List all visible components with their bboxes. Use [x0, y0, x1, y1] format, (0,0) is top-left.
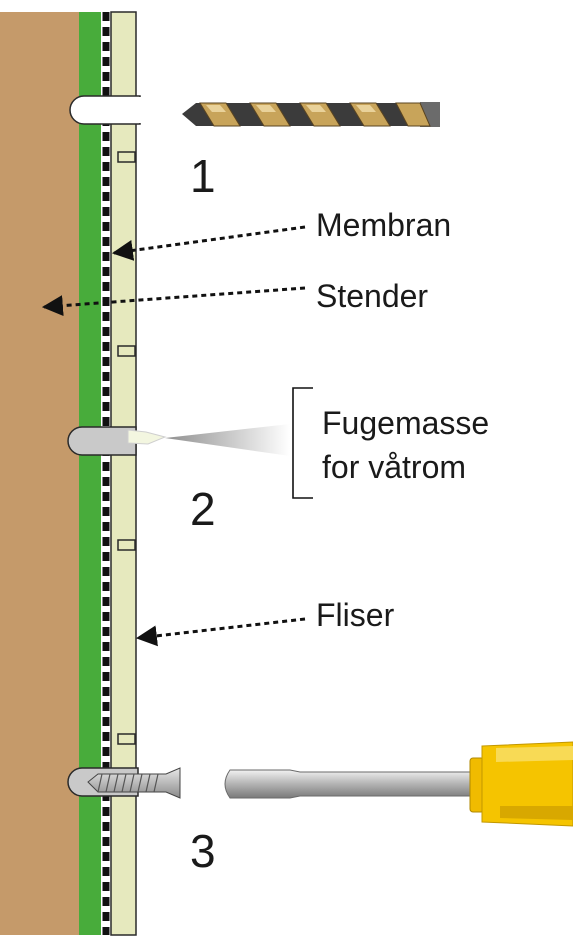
screwdriver-icon — [224, 741, 573, 827]
stud-label: Stender — [316, 278, 428, 314]
wallboard-layer — [79, 12, 101, 935]
drill-bit-icon — [182, 102, 440, 127]
membrane-arrow — [111, 225, 306, 261]
drill-hole — [69, 95, 141, 125]
sealant-label-line1: Fugemasse — [322, 405, 489, 441]
step-number-3: 3 — [190, 825, 216, 877]
sealant-nozzle-icon — [165, 424, 290, 456]
tiles-arrow — [135, 617, 306, 647]
tile-spacers — [117, 151, 136, 745]
screw-icon — [87, 767, 181, 799]
step-number-1: 1 — [190, 150, 216, 202]
membrane-label: Membran — [316, 207, 451, 243]
sealant-bracket — [292, 387, 313, 499]
step-number-2: 2 — [190, 483, 216, 535]
membrane — [101, 12, 111, 935]
stud-arrow — [41, 286, 306, 317]
sealant-label-line2: for våtrom — [322, 449, 466, 485]
tiles-label: Fliser — [316, 597, 395, 633]
stud — [0, 12, 79, 935]
sealant-filled-hole — [67, 426, 137, 456]
sealant-bead — [127, 429, 167, 445]
